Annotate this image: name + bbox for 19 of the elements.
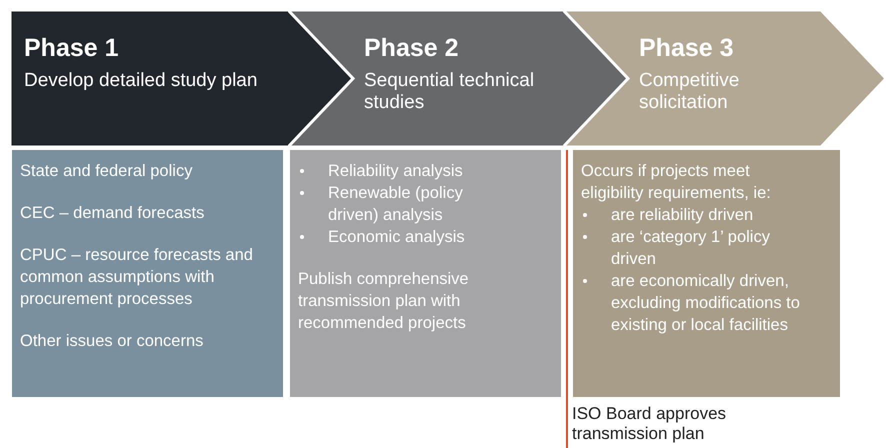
box-text: CPUC – resource forecasts and common assumptions with procurement processes [20,245,254,310]
phase-heading: Phase 3 [639,33,735,64]
content-box [12,150,283,397]
box-text: Occurs if projects meet eligibility requirements, ie: [581,161,772,204]
box-text: State and federal policy [20,161,194,182]
phase-description: Sequential technical studies [364,70,536,114]
content-box [290,150,561,397]
bullet-text: are economically driven, excluding modifications to existing or local facilities [611,271,801,336]
box-text: Publish comprehensive transmission plan with recommended projects [298,269,470,334]
content-box [573,150,840,397]
box-text: CEC – demand forecasts [20,203,206,224]
box-text: Other issues or concerns [20,331,204,352]
bullet-text: Reliability analysis [328,161,463,182]
milestone-label: ISO Board approves transmission plan [572,404,728,444]
bullet-text: are reliability driven [611,205,754,226]
bullet-text: Renewable (policy driven) analysis [328,183,464,226]
phase-heading: Phase 2 [364,33,460,64]
phase-description: Competitive solicitation [639,70,740,114]
bullet-text: Economic analysis [328,227,465,248]
